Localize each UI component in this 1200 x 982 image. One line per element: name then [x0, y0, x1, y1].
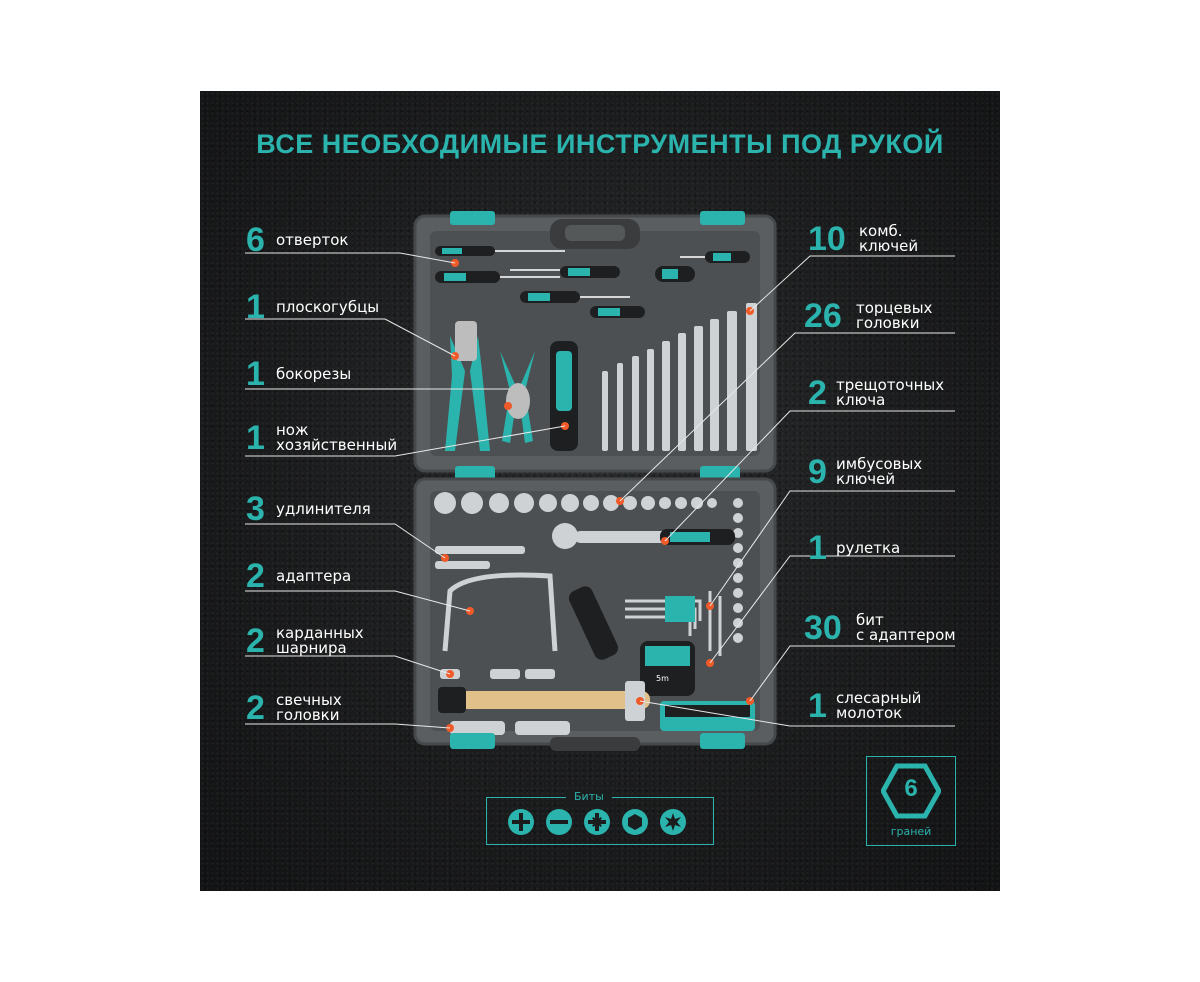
pliers: [445, 321, 490, 451]
combination-wrenches: [602, 303, 757, 451]
screwdrivers: [435, 246, 750, 318]
extensions: [435, 546, 525, 569]
side-cutters: [500, 351, 535, 443]
tape-measure: [640, 641, 695, 696]
torx-bit-icon: [660, 809, 686, 835]
bit-types-legend: Биты: [486, 789, 714, 845]
hexagon-icon: [881, 763, 941, 819]
sockets: [434, 492, 743, 643]
tool-case-illustration: STELS 5m: [413, 211, 777, 751]
hex-bit-icon: [622, 809, 648, 835]
spark-plug-sockets: [450, 721, 570, 735]
hacksaw: [442, 572, 619, 660]
slotted-bit-icon: [546, 809, 572, 835]
brand-mark: STELS: [670, 535, 692, 543]
ratchet: [552, 523, 735, 549]
badge-caption: граней: [890, 825, 932, 838]
product-infographic: ВСЕ НЕОБХОДИМЫЕ ИНСТРУМЕНТЫ ПОД РУКОЙ: [200, 91, 1000, 891]
tape-marking: 5m: [656, 674, 669, 683]
utility-knife: [550, 341, 578, 451]
phillips-bit-icon: [508, 809, 534, 835]
badge-number: 6: [904, 775, 918, 802]
six-sided-badge: 6 граней: [866, 756, 956, 846]
callout-lines: [245, 252, 955, 729]
bit-types-title: Биты: [566, 789, 612, 805]
pozidriv-bit-icon: [584, 809, 610, 835]
headline: ВСЕ НЕОБХОДИМЫЕ ИНСТРУМЕНТЫ ПОД РУКОЙ: [256, 129, 944, 159]
hammer: [438, 681, 650, 721]
